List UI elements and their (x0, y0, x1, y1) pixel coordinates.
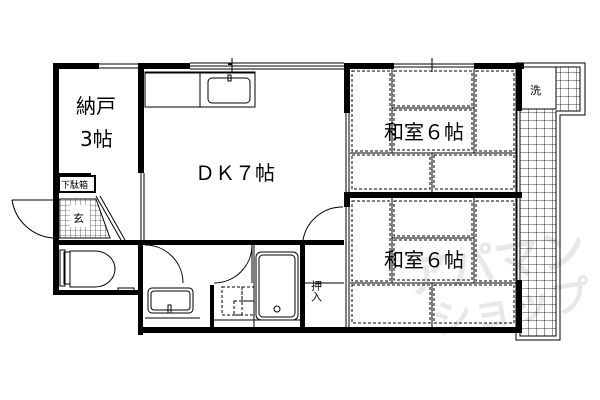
washbasin (145, 287, 200, 319)
storage-size-label: 3帖 (80, 127, 113, 151)
storage-label: 納戸 (76, 94, 116, 118)
windows (99, 58, 521, 327)
bath-floor (221, 286, 255, 316)
closet-label: 押入 (310, 279, 323, 302)
tatami-south (351, 200, 515, 324)
entrance-label: 玄 (73, 211, 84, 225)
tatami-north (351, 70, 515, 190)
kitchen-counter (144, 71, 256, 108)
toilet (59, 249, 135, 292)
sink (207, 77, 251, 104)
laundry-area (519, 66, 557, 110)
laundry-label: 洗 (530, 84, 541, 97)
washitsu-north-label: 和室６帖 (384, 120, 464, 144)
entrance (58, 175, 126, 241)
bathtub (214, 245, 300, 327)
walls (53, 63, 524, 335)
washitsu-south-label: 和室６帖 (384, 248, 464, 272)
labels: 納戸 3帖 ＤＫ７帖 和室６帖 和室６帖 玄 下駄箱 押入 洗 (61, 84, 541, 302)
balcony (515, 62, 586, 341)
dk-label: ＤＫ７帖 (195, 161, 275, 185)
shoe-box-label: 下駄箱 (61, 179, 88, 191)
doors (11, 199, 344, 284)
